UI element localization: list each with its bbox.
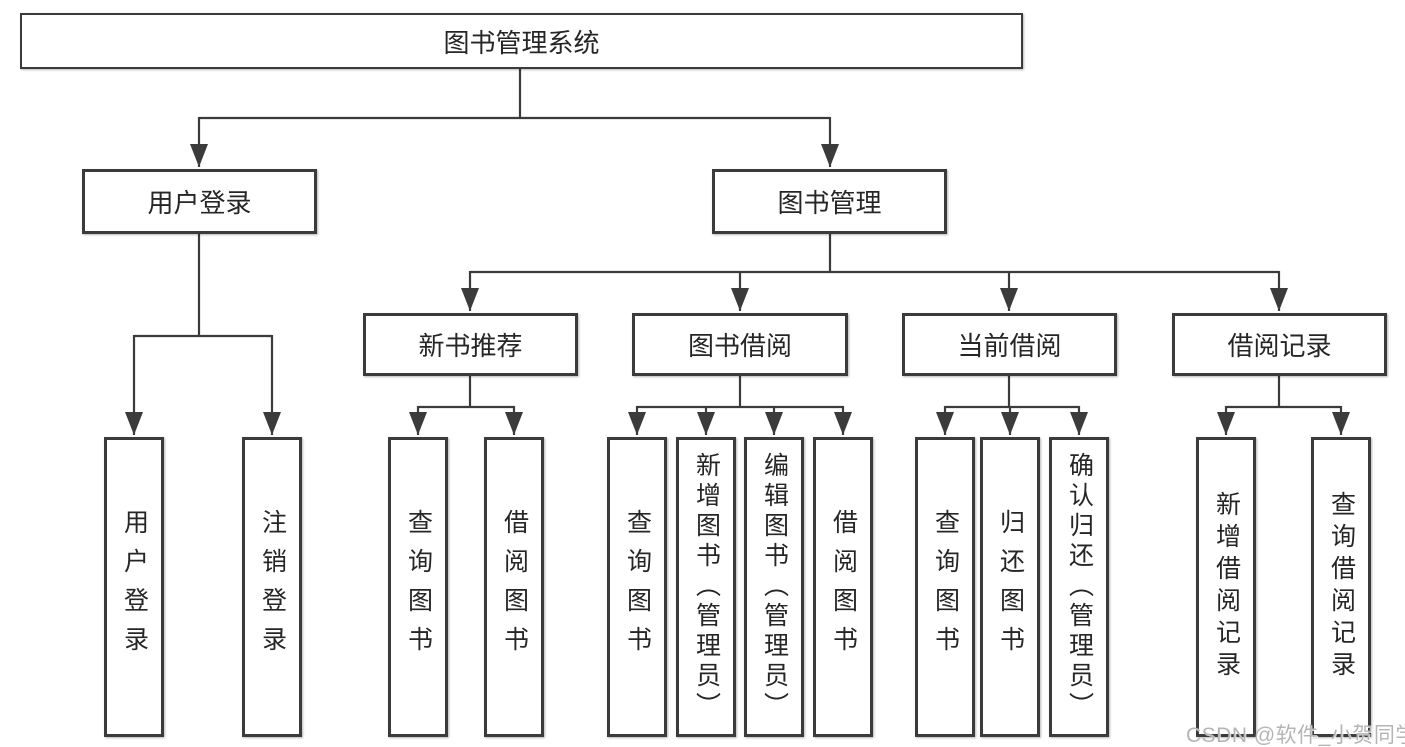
leaf-label: 归还图书 (996, 509, 1025, 665)
node-label: 图书管理 (777, 188, 882, 218)
leaf-borrow-books-recommend: 借阅图书 (484, 437, 544, 737)
leaf-label: 用户登录 (120, 509, 149, 665)
node-current-borrow: 当前借阅 (902, 313, 1117, 376)
leaf-label: 新增图书（管理员） (692, 452, 721, 722)
leaf-label: 编辑图书（管理员） (760, 452, 789, 722)
node-system-root: 图书管理系统 (20, 13, 1023, 69)
node-label: 借阅记录 (1227, 331, 1332, 361)
node-book-management: 图书管理 (712, 169, 947, 234)
leaf-return-book: 归还图书 (980, 437, 1040, 737)
leaf-borrow-books: 借阅图书 (813, 437, 873, 737)
node-new-book-recommend: 新书推荐 (363, 313, 578, 376)
leaf-label: 注销登录 (258, 509, 287, 665)
leaf-label: 确认归还（管理员） (1065, 452, 1094, 722)
leaf-label: 借阅图书 (500, 509, 529, 665)
node-label: 用户登录 (147, 188, 252, 218)
leaf-query-borrow-record: 查询借阅记录 (1311, 437, 1371, 737)
watermark: CSDN @软件_小贺同学 (1186, 724, 1405, 747)
node-user-login: 用户登录 (82, 169, 317, 234)
node-label: 图书借阅 (687, 331, 792, 361)
node-label: 新书推荐 (418, 331, 523, 361)
leaf-query-books-recommend: 查询图书 (388, 437, 448, 737)
node-label: 图书管理系统 (443, 27, 600, 58)
leaf-logout: 注销登录 (242, 437, 302, 737)
node-borrow-records: 借阅记录 (1172, 313, 1387, 376)
leaf-query-books-current: 查询图书 (915, 437, 975, 737)
leaf-confirm-return-admin: 确认归还（管理员） (1049, 437, 1109, 737)
leaf-label: 查询图书 (931, 509, 960, 665)
leaf-add-borrow-record: 新增借阅记录 (1196, 437, 1256, 737)
leaf-label: 新增借阅记录 (1212, 491, 1241, 683)
node-book-borrow: 图书借阅 (632, 313, 848, 376)
leaf-label: 借阅图书 (829, 509, 858, 665)
leaf-add-book-admin: 新增图书（管理员） (676, 437, 736, 737)
leaf-edit-book-admin: 编辑图书（管理员） (744, 437, 804, 737)
leaf-label: 查询借阅记录 (1327, 491, 1356, 683)
leaf-label: 查询图书 (404, 509, 433, 665)
leaf-query-books-borrow: 查询图书 (607, 437, 667, 737)
leaf-label: 查询图书 (623, 509, 652, 665)
node-label: 当前借阅 (957, 331, 1062, 361)
leaf-user-login: 用户登录 (104, 437, 164, 737)
